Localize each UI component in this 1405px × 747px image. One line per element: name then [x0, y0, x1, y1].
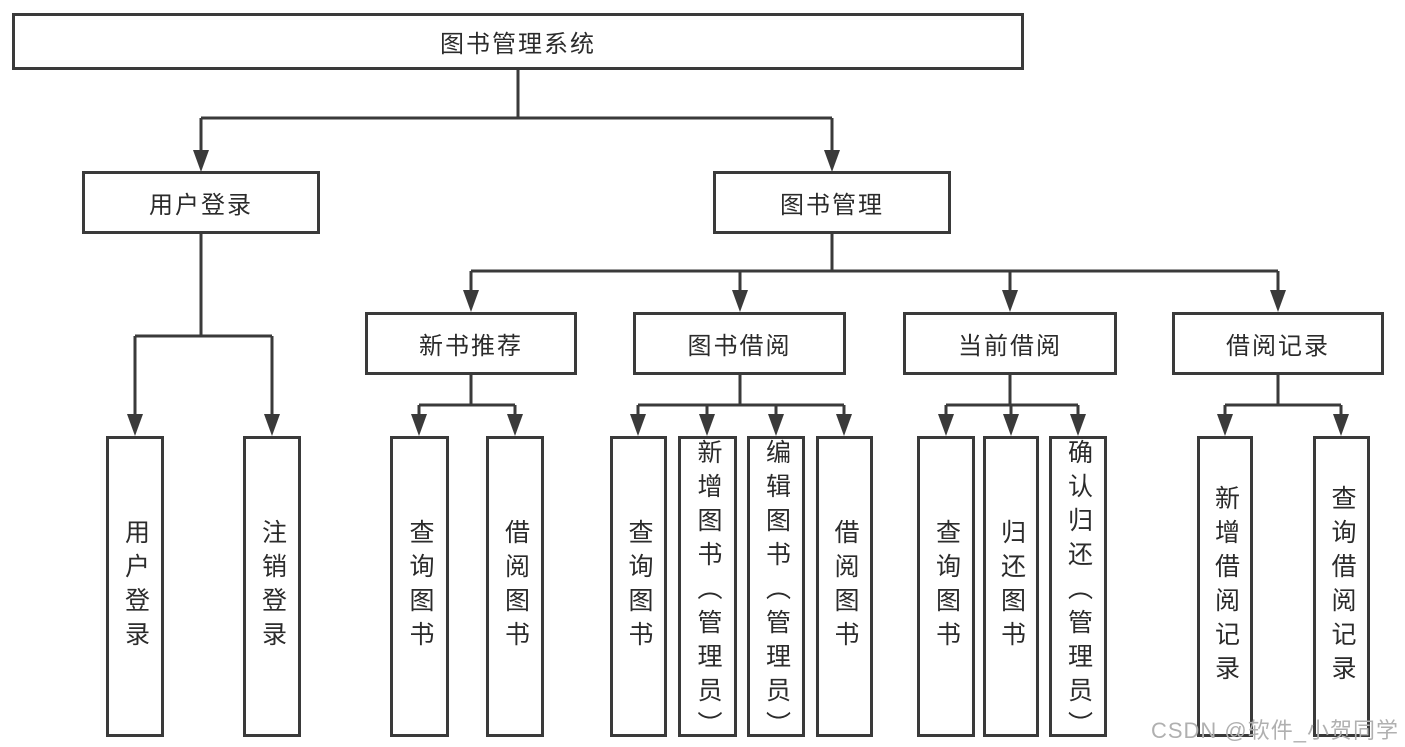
node-user-login: 用户登录: [82, 171, 320, 234]
leaf-query-borrow-record: 查询借阅记录: [1313, 436, 1370, 737]
leaf-user-login: 用户登录: [106, 436, 164, 737]
node-label: 图书借阅: [687, 333, 792, 360]
leaf-edit-books-admin: 编辑图书（管理员）: [747, 436, 805, 745]
node-library-management-system: 图书管理系统: [12, 13, 1024, 70]
leaf-logout: 注销登录: [243, 436, 301, 737]
leaf-add-borrow-record: 新增借阅记录: [1197, 436, 1253, 737]
node-borrowing-records: 借阅记录: [1172, 312, 1384, 375]
node-label: 图书管理系统: [440, 31, 596, 58]
leaf-borrow-books: 借阅图书: [816, 436, 873, 737]
node-new-book-recommendation: 新书推荐: [365, 312, 577, 375]
leaf-confirm-return-admin: 确认归还（管理员）: [1049, 436, 1107, 745]
node-label: 图书管理: [780, 192, 884, 219]
node-book-borrowing: 图书借阅: [633, 312, 846, 375]
node-label: 借阅记录: [1226, 333, 1330, 360]
leaf-add-books-admin: 新增图书（管理员）: [678, 436, 737, 745]
csdn-watermark: CSDN @软件_小贺同学: [1150, 718, 1399, 743]
node-current-borrowing: 当前借阅: [903, 312, 1117, 375]
leaf-query-books-current: 查询图书: [917, 436, 975, 737]
arrowheads: [127, 150, 1349, 436]
node-book-management: 图书管理: [713, 171, 951, 234]
node-label: 新书推荐: [419, 333, 523, 360]
leaf-borrow-books-recommend: 借阅图书: [486, 436, 544, 737]
node-label: 用户登录: [149, 192, 253, 219]
leaf-query-books-recommend: 查询图书: [390, 436, 449, 737]
node-label: 当前借阅: [958, 333, 1062, 360]
leaf-query-books-borrow: 查询图书: [610, 436, 667, 737]
leaf-return-books: 归还图书: [983, 436, 1039, 737]
